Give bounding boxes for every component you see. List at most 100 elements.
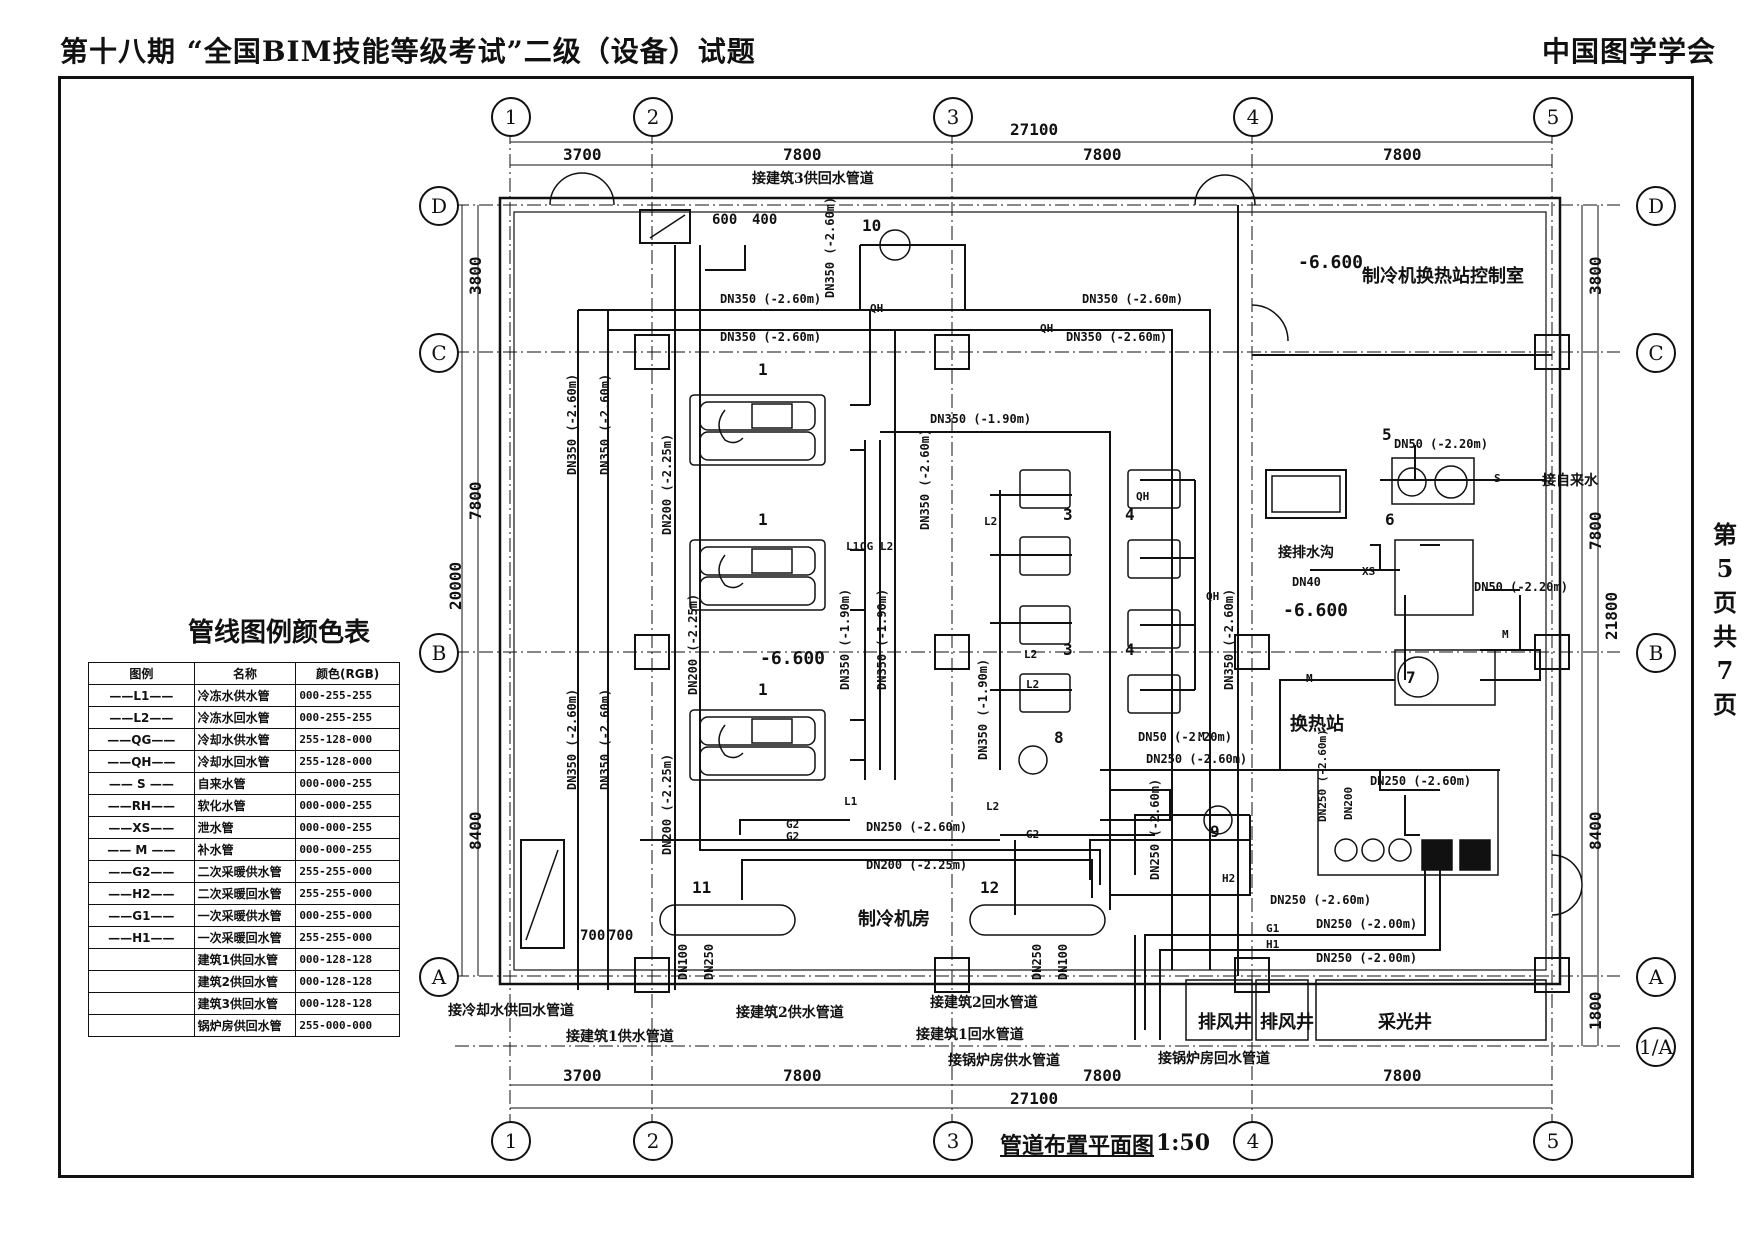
legend-name: 冷却水回水管	[193, 750, 297, 773]
pipe-code: L2	[1024, 648, 1038, 661]
axis-col-bottom-2: 2	[633, 1121, 673, 1161]
drawing-scale: 1:50	[1156, 1130, 1211, 1156]
equipment-5	[1391, 457, 1475, 505]
pipe-code: M	[1306, 672, 1313, 685]
legend-rgb: 255-255-000	[295, 882, 400, 905]
pipe-code: QH	[1040, 322, 1054, 335]
pipe-code: QG	[860, 540, 874, 553]
pipe-code: L2	[984, 515, 998, 528]
equipment-tag: 8	[1054, 728, 1064, 747]
axis-col-bottom-3: 3	[933, 1121, 973, 1161]
pipe-code: S	[1494, 472, 1501, 485]
pipe-code: G2	[1026, 828, 1040, 841]
equipment-tag: 9	[1210, 822, 1220, 841]
dim-top-4: 7800	[1383, 145, 1422, 164]
pipe-code: QH	[1136, 490, 1150, 503]
note-tap-water: 接自来水	[1542, 473, 1598, 489]
pipe-code: L2	[986, 800, 1000, 813]
pipe-label-vertical: DN250	[702, 943, 716, 980]
note-cooling: 接冷却水供回水管道	[448, 1003, 574, 1019]
cooling-water-pumps	[1127, 469, 1181, 714]
room-chiller: 制冷机房	[858, 909, 930, 930]
page-char-3: 页	[1713, 588, 1737, 617]
legend-symbol: ——L1——	[88, 684, 195, 707]
legend-header-row: 图例 名称 颜色(RGB)	[88, 662, 400, 685]
pipe-label: DN250 (-2.60m)	[1370, 774, 1472, 788]
pipe-label-vertical: DN350 (-2.60m)	[823, 196, 837, 298]
pipe-network	[577, 244, 1545, 1040]
legend-name: 建筑1供回水管	[193, 948, 297, 971]
axis-col-bottom-1: 1	[491, 1121, 531, 1161]
legend-symbol: ——XS——	[88, 816, 195, 839]
legend-rgb: 255-255-000	[295, 926, 400, 949]
pipe-code: XS	[1362, 565, 1376, 578]
legend-symbol: ——RH——	[88, 794, 195, 817]
pipe-label-vertical: DN200 (-2.25m)	[660, 753, 674, 855]
legend-rgb: 000-128-128	[295, 948, 400, 971]
pipe-code: G2	[786, 818, 800, 831]
axis-col-top-3: 3	[933, 97, 973, 137]
legend-name: 自来水管	[193, 772, 297, 795]
legend-name: 锅炉房供回水管	[193, 1014, 297, 1037]
axis-col-top-2: 2	[633, 97, 673, 137]
drawing-title: 管道布置平面图	[1000, 1133, 1155, 1159]
axis-row-left-0: D	[419, 186, 459, 226]
legend-name: 建筑3供回水管	[193, 992, 297, 1015]
pipe-label-vertical: DN250 (-2.60m)	[1148, 778, 1162, 880]
pipe-label: DN350 (-2.60m)	[1066, 330, 1168, 344]
page-char-4: 共	[1713, 622, 1737, 651]
note-b3-return: 接建筑3供回水管道	[752, 171, 874, 187]
axis-row-left-1: C	[419, 333, 459, 373]
elevation-control: -6.600	[1298, 252, 1364, 273]
equipment-tag: 4	[1125, 640, 1135, 659]
equipment-tag: 7	[1406, 668, 1416, 687]
pipe-label-vertical: DN350 (-1.90m)	[976, 658, 990, 760]
pipe-code: L2	[880, 540, 894, 553]
pipe-label: DN250 (-2.60m)	[866, 820, 968, 834]
pipe-code: G1	[1266, 922, 1280, 935]
pipe-label-vertical: DN350 (-1.90m)	[875, 588, 889, 690]
pipe-label-vertical: DN100	[676, 943, 690, 980]
room-control: 制冷机换热站控制室	[1362, 266, 1524, 287]
note-b1-return: 接建筑1回水管道	[916, 1027, 1024, 1043]
axis-col-top-1: 1	[491, 97, 531, 137]
equipment-tag: 11	[692, 878, 712, 897]
dim-left-1: 3800	[466, 256, 485, 295]
dim-bottom-1: 3700	[563, 1066, 602, 1085]
pipe-label: DN40	[1292, 575, 1321, 589]
inner-wall	[513, 211, 1547, 971]
equipment-tag: 12	[980, 878, 1000, 897]
legend-symbol: ——QG——	[88, 728, 195, 751]
note-drain: 接排水沟	[1278, 545, 1334, 561]
drawing-frame	[58, 76, 1694, 1178]
legend-symbol: —— S ——	[88, 772, 195, 795]
legend-name: 一次采暖回水管	[193, 926, 297, 949]
pipe-label: DN250 (-2.00m)	[1316, 917, 1418, 931]
pipe-code: QH	[870, 302, 884, 315]
chilled-water-pumps	[1019, 469, 1071, 713]
legend-header-rgb: 颜色(RGB)	[295, 662, 400, 685]
legend-symbol	[88, 1014, 195, 1037]
pump-9	[1203, 805, 1233, 835]
legend-rgb: 000-000-255	[295, 794, 400, 817]
axis-row-right-0: D	[1636, 186, 1676, 226]
equipment-tag: 6	[1385, 510, 1395, 529]
page-indicator: 第 5 页 共 7 页	[1705, 518, 1745, 722]
equipment-tag: 1	[758, 360, 768, 379]
chiller-1	[689, 394, 826, 466]
legend-rgb: 255-000-000	[295, 1014, 400, 1037]
note-b2-return: 接建筑2回水管道	[930, 995, 1038, 1011]
page-header-org: 中国图学学会	[1542, 35, 1717, 68]
pipe-label-vertical: DN350 (-2.60m)	[565, 688, 579, 790]
pipe-label-vertical: DN200 (-2.25m)	[686, 593, 700, 695]
pipe-label-vertical: DN250 (-2.60m)	[1316, 729, 1329, 822]
equipment-tag: 4	[1125, 505, 1135, 524]
equipment-tag: 1	[758, 510, 768, 529]
